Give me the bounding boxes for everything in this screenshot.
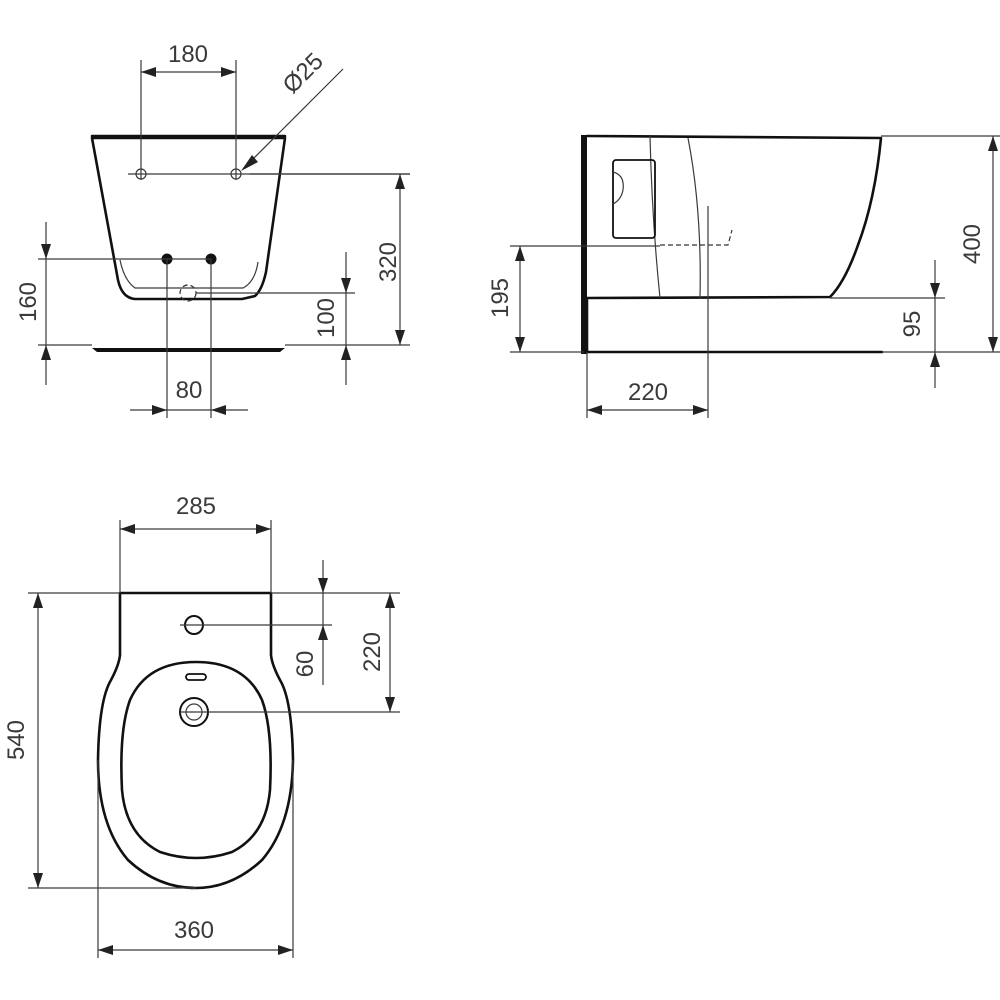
side-view-access-panel xyxy=(612,159,656,239)
top-view-body-outline xyxy=(96,591,295,890)
top-dim-220: 220 xyxy=(359,632,386,672)
top-dim-540: 540 xyxy=(3,720,30,760)
side-dim-220: 220 xyxy=(628,379,668,406)
front-dim-180: 180 xyxy=(168,41,208,68)
side-dim-400: 400 xyxy=(959,224,986,264)
front-view-body-outline xyxy=(90,136,287,301)
top-view: 285 540 360 60 220 xyxy=(3,493,400,958)
top-dim-360: 360 xyxy=(174,917,214,944)
side-dim-95: 95 xyxy=(899,311,926,338)
front-view: 180 Ø25 320 160 100 80 xyxy=(15,41,410,418)
top-dim-60: 60 xyxy=(292,651,319,678)
side-view-body-outline xyxy=(585,134,883,300)
front-dim-80: 80 xyxy=(176,377,203,404)
front-dim-160: 160 xyxy=(15,282,42,322)
top-dim-285: 285 xyxy=(176,493,216,520)
front-view-inner-line xyxy=(119,259,259,289)
side-dim-195: 195 xyxy=(487,278,514,318)
top-view-overflow xyxy=(185,673,207,681)
front-dim-100: 100 xyxy=(313,298,340,338)
top-view-bowl xyxy=(120,660,272,860)
side-view: 400 195 95 220 xyxy=(487,134,1000,418)
front-view-base-plate xyxy=(92,348,285,352)
front-dim-320: 320 xyxy=(375,242,402,282)
